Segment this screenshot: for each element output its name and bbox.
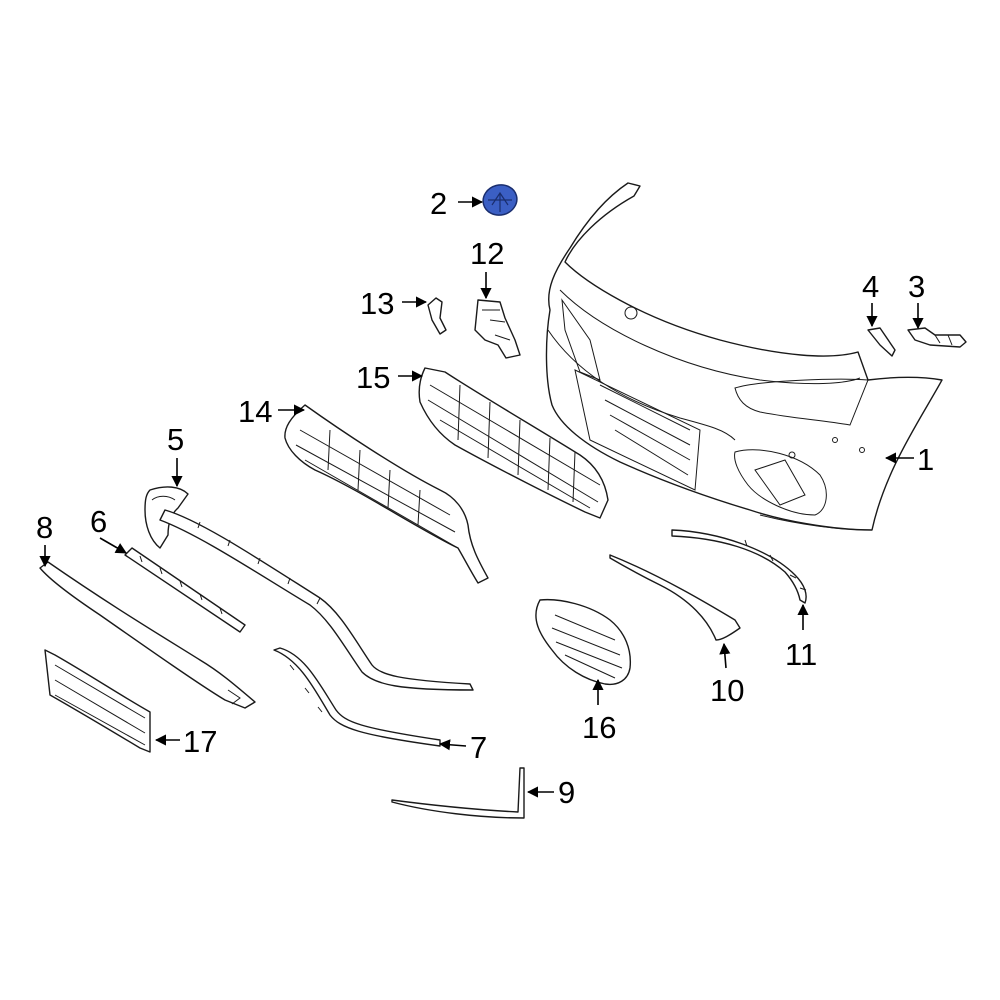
callout-13: 13 (360, 286, 394, 321)
clip-part (867, 327, 896, 357)
arc-trim-part (609, 554, 741, 641)
callout-4: 4 (862, 269, 879, 304)
callout-11: 11 (785, 637, 817, 672)
side-grille-part (535, 598, 632, 686)
lower-grille-part (284, 404, 489, 584)
callout-9: 9 (558, 775, 575, 810)
callout-6: 6 (90, 504, 107, 539)
callout-labels: 1 2 3 4 5 6 7 8 9 10 11 12 13 14 15 16 1… (36, 186, 934, 810)
callout-10: 10 (710, 673, 744, 708)
callout-16: 16 (582, 710, 616, 745)
long-molding-part (159, 509, 474, 691)
callout-12: 12 (470, 236, 504, 271)
corner-trim-part (391, 767, 525, 819)
clip-bracket-part (427, 297, 447, 335)
leader-lines (39, 196, 924, 798)
energy-absorber-part (418, 367, 609, 519)
arc-molding-part (671, 529, 807, 604)
callout-15: 15 (356, 360, 390, 395)
side-strip-part (39, 561, 256, 709)
callout-1: 1 (917, 442, 934, 477)
sensor-bracket-part (474, 299, 521, 359)
callout-2: 2 (430, 186, 447, 221)
trim-strip-part (124, 547, 246, 633)
callout-8: 8 (36, 510, 53, 545)
callout-5: 5 (167, 422, 184, 457)
emblem-part (482, 184, 518, 216)
callout-3: 3 (908, 269, 925, 304)
callout-7: 7 (470, 730, 487, 765)
grille-insert-part (44, 649, 151, 753)
callout-14: 14 (238, 394, 272, 429)
bumper-cover-part (545, 182, 943, 531)
bracket-right-part (907, 327, 967, 348)
callout-17: 17 (183, 724, 217, 759)
